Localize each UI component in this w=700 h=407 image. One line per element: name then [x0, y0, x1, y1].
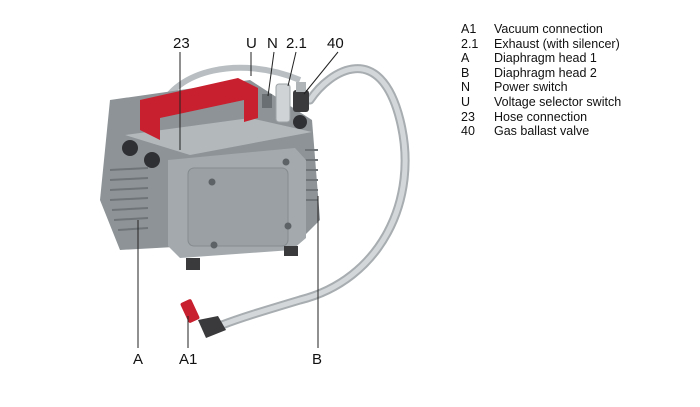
legend-code: 2.1 [461, 36, 479, 51]
legend-text: Gas ballast valve [494, 124, 590, 139]
callout-23: 23 [173, 35, 190, 52]
cooling-fins [109, 149, 318, 231]
legend-text: Diaphragm head 2 [494, 65, 597, 80]
screw [282, 158, 290, 166]
legend-row: 40 Gas ballast valve [461, 124, 621, 139]
callout-u: U [246, 35, 257, 52]
legend-code: A [461, 51, 470, 66]
foot [284, 246, 298, 256]
vacuum-elbow [198, 316, 226, 338]
leader-lines [137, 51, 339, 348]
hose-fitting [144, 152, 160, 168]
legend-row: B Diaphragm head 2 [461, 66, 621, 81]
legend-row: A1 Vacuum connection [461, 22, 621, 37]
legend-code: N [461, 80, 471, 95]
callout-a1: A1 [179, 351, 198, 368]
front-plate [187, 167, 289, 247]
legend-text: Hose connection [494, 109, 588, 124]
legend-code: B [461, 65, 470, 80]
legend-text: Exhaust (with silencer) [494, 36, 620, 51]
vacuum-connection-cap [180, 299, 200, 323]
legend-code: 40 [461, 124, 475, 139]
legend-row: U Voltage selector switch [461, 95, 621, 110]
power-switch [262, 94, 272, 108]
screw [284, 222, 292, 230]
screw [210, 241, 218, 249]
legend-row: 2.1 Exhaust (with silencer) [461, 37, 621, 52]
legend-text: Diaphragm head 1 [494, 51, 597, 66]
callout-a: A [133, 351, 144, 368]
legend-row: N Power switch [461, 80, 621, 95]
legend-code: 23 [461, 109, 475, 124]
legend: A1 Vacuum connection 2.1 Exhaust (with sil… [461, 22, 621, 139]
carry-handle [140, 78, 258, 140]
top-plate [125, 118, 312, 155]
legend-code: A1 [461, 22, 477, 36]
callout-2-1: 2.1 [286, 35, 307, 52]
callout-40: 40 [327, 35, 344, 52]
legend-text: Voltage selector switch [494, 94, 622, 109]
legend-text: Vacuum connection [494, 22, 603, 36]
exhaust-silencer [275, 83, 291, 123]
gas-ballast-valve [293, 90, 309, 112]
legend-row: A Diaphragm head 1 [461, 51, 621, 66]
screw [208, 178, 216, 186]
legend-row: 23 Hose connection [461, 110, 621, 125]
hose-fitting [293, 115, 307, 129]
callout-n: N [267, 35, 278, 52]
callout-b: B [312, 351, 323, 368]
hose-fitting [122, 140, 138, 156]
foot [186, 258, 200, 270]
legend-code: U [461, 94, 471, 109]
legend-text: Power switch [494, 80, 568, 95]
